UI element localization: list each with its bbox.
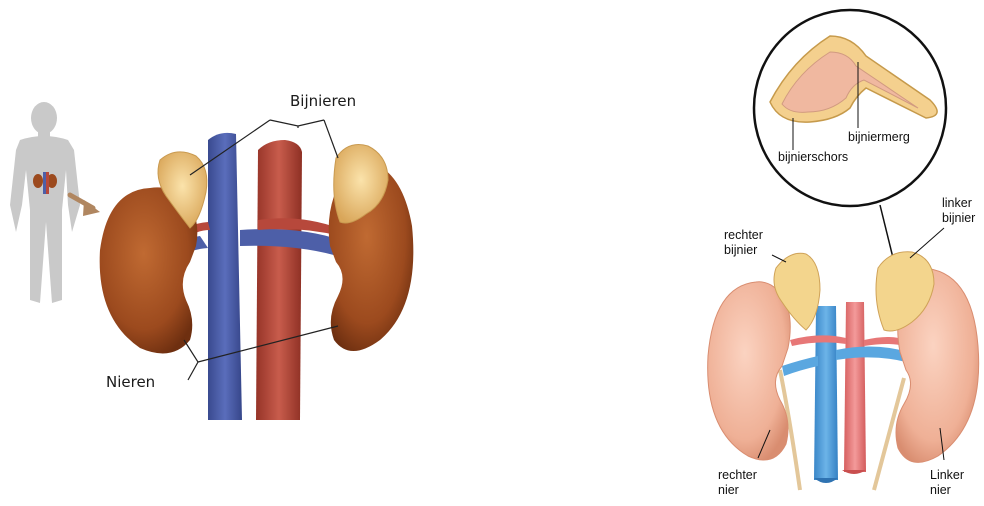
- label-linker-bijnier-line1: linker: [942, 196, 975, 211]
- label-linker-nier-line2: nier: [930, 483, 964, 498]
- label-rechter-bijnier-line2: bijnier: [724, 243, 763, 258]
- label-rechter-nier-line2: nier: [718, 483, 757, 498]
- adrenal-cross-section-inset: [754, 10, 946, 206]
- aorta-left-fig: [256, 140, 302, 420]
- label-bijnierschors: bijnierschors: [778, 150, 848, 165]
- human-silhouette-icon: [10, 102, 80, 303]
- label-bijnieren: Bijnieren: [290, 92, 356, 110]
- aorta-right-fig: [844, 302, 866, 472]
- label-rechter-nier: rechter nier: [718, 468, 757, 498]
- vena-cava-right-fig: [814, 306, 838, 480]
- label-linker-bijnier: linker bijnier: [942, 196, 975, 226]
- label-nieren: Nieren: [106, 373, 155, 391]
- label-rechter-bijnier-line1: rechter: [724, 228, 763, 243]
- label-linker-nier-line1: Linker: [930, 468, 964, 483]
- kidney-right-side-fig2: [708, 282, 791, 460]
- vena-cava-left-fig: [208, 133, 242, 420]
- label-linker-nier: Linker nier: [930, 468, 964, 498]
- renal-vein-right-fig: [782, 356, 818, 376]
- label-linker-bijnier-line2: bijnier: [942, 211, 975, 226]
- label-rechter-nier-line1: rechter: [718, 468, 757, 483]
- label-rechter-bijnier: rechter bijnier: [724, 228, 763, 258]
- label-bijniermerg: bijniermerg: [848, 130, 910, 145]
